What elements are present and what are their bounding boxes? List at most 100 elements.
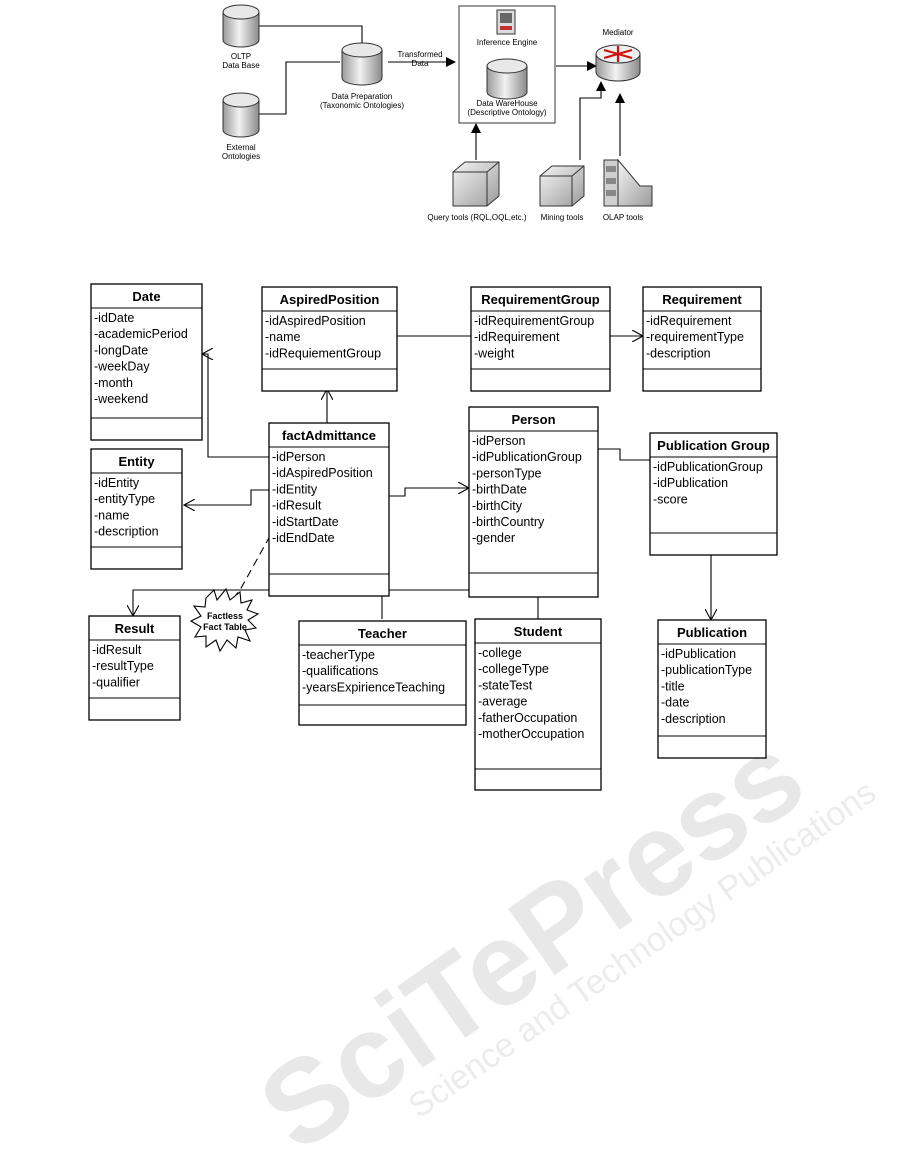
mining-tools-icon	[539, 165, 585, 207]
generalization-lines	[381, 589, 539, 619]
class-title: Requirement	[662, 292, 742, 307]
class-attribute: -weight	[474, 346, 515, 360]
uml-diagram: Date -idDate -academicPeriod -longDate -week…	[88, 283, 778, 791]
class-publication: Publication -idPublication -publicationTyp…	[657, 619, 767, 759]
class-attribute: -description	[646, 346, 711, 360]
arrow-mining	[579, 81, 606, 160]
class-teacher: Teacher-teacherType-qualifications-years…	[298, 620, 467, 726]
class-attribute: -yearsExpirienceTeaching	[302, 680, 445, 694]
class-attribute: -idEndDate	[272, 531, 335, 545]
class-box-frame	[649, 432, 778, 556]
class-attribute: -birthDate	[472, 483, 527, 497]
class-box-frame	[268, 422, 390, 597]
note-link	[227, 535, 271, 606]
link-external-prep	[256, 61, 340, 115]
class-attribute: -idRequirementGroup	[474, 314, 594, 328]
class-attribute: -title	[661, 679, 685, 693]
class-requirement: Requirement-idRequirement-requirementTyp…	[642, 286, 762, 392]
class-title: Publication Group	[657, 438, 770, 453]
mining-tools-label: Mining tools	[541, 213, 584, 222]
class-attribute: -idPerson	[272, 450, 326, 464]
data-preparation-icon	[341, 42, 383, 86]
class-attribute: -gender	[472, 531, 515, 545]
assoc-person-pubgroup	[598, 448, 650, 461]
class-attribute: -idRequirement	[474, 330, 560, 344]
class-attribute: -idEntity	[272, 482, 318, 496]
class-attribute: -publicationType	[661, 663, 752, 677]
class-attribute: -weekDay	[94, 360, 150, 374]
olap-tools-icon	[603, 158, 653, 207]
inference-engine-icon	[496, 9, 516, 35]
class-box-frame	[261, 286, 398, 392]
class-attribute: -name	[94, 508, 129, 522]
class-attribute: -longDate	[94, 343, 148, 357]
class-title: Date	[132, 289, 160, 304]
class-box-frame	[474, 618, 602, 791]
class-attribute: -fatherOccupation	[478, 711, 577, 725]
external-ontologies-icon	[222, 92, 260, 138]
class-title: Teacher	[358, 626, 407, 641]
class-attribute: -description	[661, 712, 726, 726]
class-result: Result -idResult -resultType -qualifier	[88, 615, 181, 721]
class-person: Person-idPerson-idPublicationGroup-perso…	[468, 406, 599, 598]
class-attribute: -college	[478, 646, 522, 660]
class-attribute: -idAspiredPosition	[265, 314, 366, 328]
class-attribute: -name	[265, 330, 300, 344]
class-attribute: -idRequirement	[646, 314, 732, 328]
class-attribute: -motherOccupation	[478, 727, 584, 741]
class-attribute: -birthCountry	[472, 515, 545, 529]
class-box-frame	[90, 448, 183, 570]
mediator-label: Mediator	[602, 28, 633, 37]
class-entity: Entity-idEntity-entityType-name-descript…	[90, 448, 183, 570]
class-attribute: -idAspiredPosition	[272, 466, 373, 480]
class-title: factAdmittance	[282, 428, 376, 443]
class-title: Result	[115, 621, 155, 636]
class-attribute: -date	[661, 696, 690, 710]
class-attribute: -description	[94, 525, 159, 539]
class-attribute: -idDate	[94, 311, 134, 325]
class-attribute: -idStartDate	[272, 515, 339, 529]
class-attribute: -idResult	[272, 499, 322, 513]
class-attribute: -idPublicationGroup	[472, 450, 582, 464]
oltp-database-icon	[222, 4, 260, 48]
class-attribute: -stateTest	[478, 678, 533, 692]
class-attribute: -idRequiementGroup	[265, 346, 381, 360]
class-box-frame	[90, 283, 203, 441]
class-attribute: -qualifier	[92, 675, 140, 689]
class-attribute: -entityType	[94, 492, 155, 506]
class-attribute: -idPublication	[661, 647, 736, 661]
class-attribute: -idPublicationGroup	[653, 460, 763, 474]
class-aspired: AspiredPosition -idAspiredPosition -name -i…	[261, 286, 398, 392]
olap-tools-label: OLAP tools	[603, 213, 643, 222]
class-title: Student	[514, 624, 563, 639]
class-attribute: -resultType	[92, 659, 154, 673]
class-pubgroup: Publication Group-idPublicationGroup-idP…	[649, 432, 778, 556]
class-title: Publication	[677, 625, 747, 640]
warehouse-label: Data WareHouse(Descriptive Ontology)	[467, 99, 546, 117]
class-attribute: -month	[94, 376, 133, 390]
data-prep-label: Data Preparation(Taxonomic Ontologies)	[320, 92, 404, 110]
assoc-fact-person	[389, 488, 469, 497]
class-attribute: -idEntity	[94, 476, 140, 490]
class-fact: factAdmittance -idPerson -idAspiredPositio…	[268, 422, 390, 597]
class-attribute: -collegeType	[478, 662, 549, 676]
link-oltp-prep	[256, 25, 363, 48]
class-attribute: -score	[653, 492, 688, 506]
class-attribute: -average	[478, 695, 527, 709]
class-attribute: -idResult	[92, 643, 142, 657]
class-attribute: -academicPeriod	[94, 327, 188, 341]
inference-label: Inference Engine	[477, 38, 538, 47]
class-attribute: -idPerson	[472, 434, 526, 448]
class-box-frame	[470, 286, 611, 392]
class-box-frame	[88, 615, 181, 721]
data-warehouse-icon	[486, 58, 528, 100]
class-title: AspiredPosition	[280, 292, 380, 307]
class-attribute: -qualifications	[302, 664, 378, 678]
class-date: Date -idDate -academicPeriod -longDate -week…	[90, 283, 203, 441]
